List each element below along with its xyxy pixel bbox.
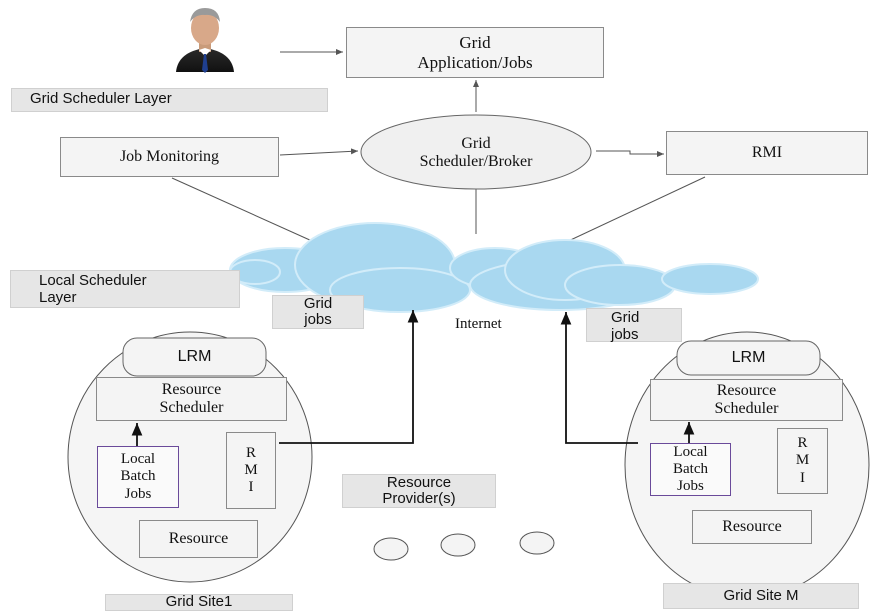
provider-circle-3 [519, 531, 555, 555]
grid-application-box: Grid Application/Jobs [346, 27, 604, 78]
provider-circles [373, 531, 555, 561]
up-arrows [131, 310, 695, 446]
siteM-resource-box: Resource [692, 510, 812, 544]
site1-local-batch-jobs-box: Local Batch Jobs [97, 446, 179, 508]
site1-lrm-shape [122, 337, 267, 377]
siteM-resource-scheduler-box: Resource Scheduler [650, 379, 843, 421]
monitor-to-broker-arrow [279, 148, 359, 156]
site1-lrm-label: LRM [177, 348, 212, 365]
job-monitoring-box: Job Monitoring [60, 137, 279, 177]
broker-label: Grid Scheduler/Broker [419, 135, 533, 170]
user-icon [176, 8, 234, 73]
grid-scheduler-layer-label: Grid Scheduler Layer [11, 88, 328, 112]
provider-circle-1 [373, 537, 409, 561]
siteM-local-batch-jobs-box: Local Batch Jobs [650, 443, 731, 496]
rmi-box: RMI [666, 131, 868, 175]
local-scheduler-layer-label: Local Scheduler Layer [10, 270, 240, 308]
internet-cloud [229, 222, 759, 313]
siteM-rmi-box: R M I [777, 428, 828, 494]
site1-resource-scheduler-box: Resource Scheduler [96, 377, 287, 421]
site1-up-arrow [279, 310, 419, 444]
connectors [171, 49, 706, 245]
grid-jobs-left-label: Grid jobs [272, 295, 364, 329]
rmi-cloud-line [561, 176, 706, 245]
grid-siteM-label: Grid Site M [663, 583, 859, 609]
siteM-lrm-shape [676, 340, 821, 376]
internet-label: Internet [455, 316, 502, 332]
resource-provider-label: Resource Provider(s) [342, 474, 496, 508]
broker-shape [360, 114, 592, 190]
siteM-lrm-label: LRM [731, 349, 766, 366]
grid-site1-label: Grid Site1 [105, 594, 293, 611]
broker-to-rmi-arrow [596, 150, 664, 157]
site1-rmi-box: R M I [226, 432, 276, 509]
monitor-cloud-line [171, 177, 313, 242]
site1-resource-box: Resource [139, 520, 258, 558]
provider-circle-2 [440, 533, 476, 557]
grid-jobs-right-label: Grid jobs [586, 308, 682, 342]
siteM-up-arrow [560, 312, 638, 444]
